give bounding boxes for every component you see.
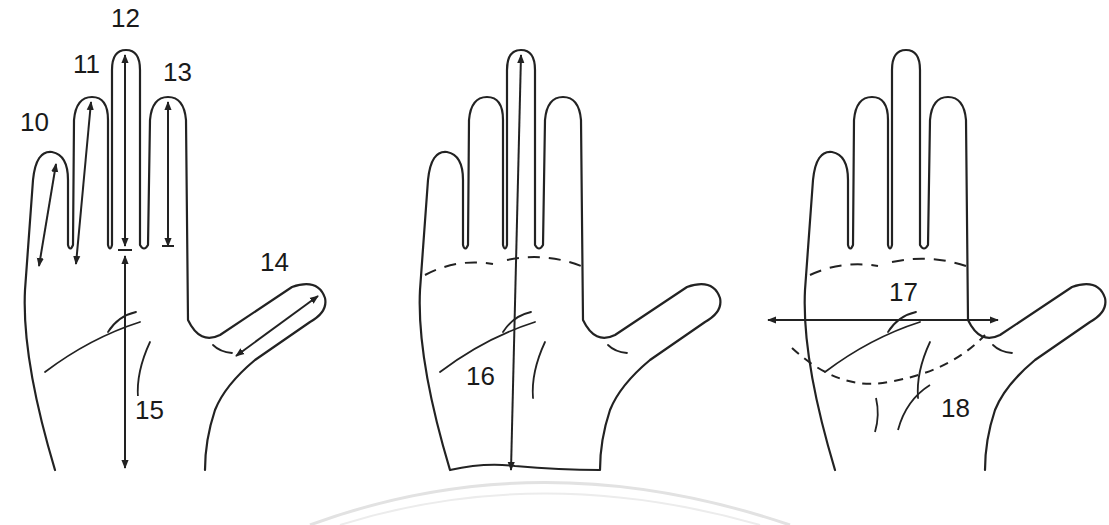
callout-number: 14 (258, 248, 291, 276)
callout-number: 18 (939, 394, 972, 422)
callout-number: 15 (133, 396, 166, 424)
hand-outline (768, 50, 1105, 470)
callout-number: 12 (109, 4, 142, 32)
watermark-arc (340, 494, 760, 525)
callout-number: 16 (464, 362, 497, 390)
measure-arrows (39, 55, 318, 468)
hand-outline (25, 50, 326, 470)
hand-outline (420, 50, 721, 470)
callout-number: 13 (161, 58, 194, 86)
callout-number: 17 (887, 278, 920, 306)
callout-number: 10 (18, 108, 51, 136)
callout-number: 11 (71, 50, 102, 78)
watermark-arc (310, 483, 790, 525)
